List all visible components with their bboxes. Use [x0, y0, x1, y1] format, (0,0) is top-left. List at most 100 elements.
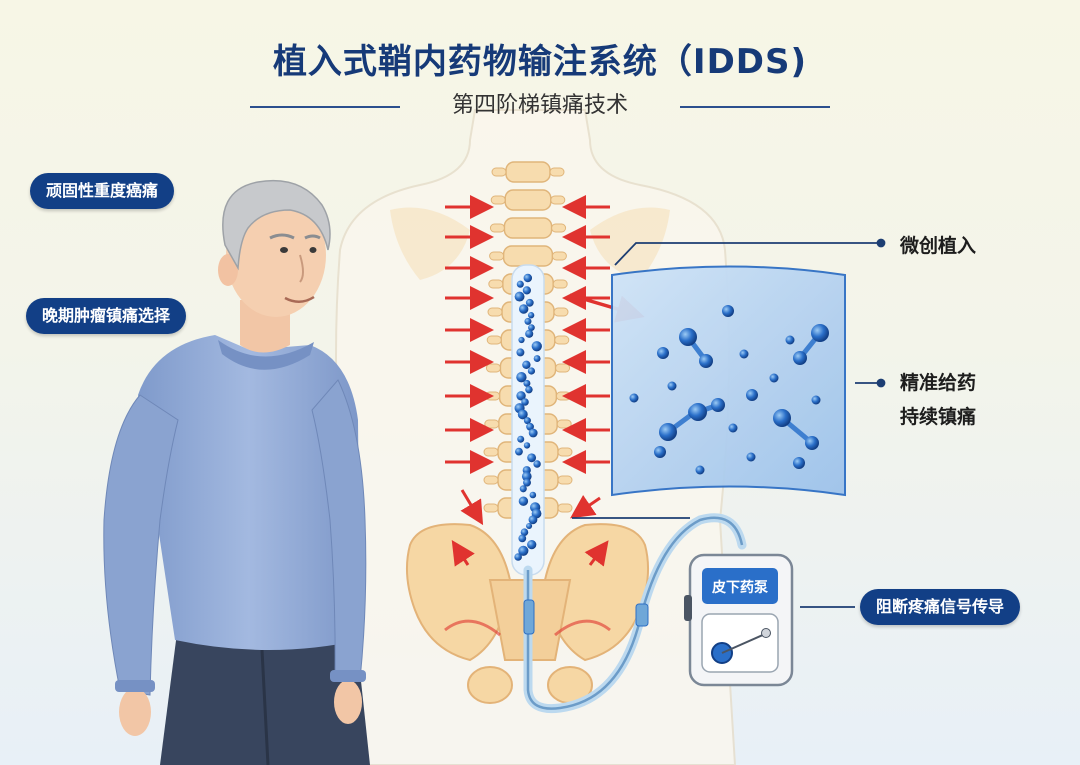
drug-particle: [527, 539, 537, 550]
drug-particle: [525, 329, 534, 338]
vertebra: [504, 189, 552, 211]
patient-figure: [103, 179, 370, 765]
tag-block-signal: 阻断疼痛信号传导: [860, 589, 1021, 625]
drug-particle: [523, 417, 531, 425]
vertebra-process: [491, 167, 507, 177]
vertebra-process: [487, 307, 503, 317]
shoulder-blades: [390, 207, 670, 280]
drug-particle: [514, 291, 525, 302]
vertebra-process: [483, 447, 499, 457]
molecule-atom: [746, 452, 756, 462]
drug-particle: [516, 280, 524, 288]
drug-particle: [528, 515, 538, 525]
subtitle-row: 第四阶梯镇痛技术: [0, 90, 1080, 122]
vertebra: [503, 217, 553, 239]
tag-late-stage-option: 晚期肿瘤镇痛选择: [26, 298, 187, 334]
vertebra: [502, 245, 554, 267]
drug-particle: [533, 355, 541, 363]
drug-particle: [523, 379, 531, 387]
molecule-atom: [793, 457, 805, 469]
drug-particle: [518, 534, 527, 543]
callout-continuous-relief: 持续镇痛: [900, 406, 977, 428]
vertebra-process: [483, 475, 499, 485]
vertebra-process: [483, 503, 499, 513]
drug-particle: [518, 545, 529, 556]
pain-arrows: [445, 195, 645, 567]
drug-molecules: [629, 305, 829, 475]
subtitle-rule-left: [250, 106, 400, 108]
vertebra-process: [489, 251, 505, 261]
drug-particle: [516, 348, 525, 357]
drug-particle: [527, 312, 535, 319]
molecule-atom: [811, 395, 821, 405]
drug-particles: [514, 273, 542, 561]
drug-particle: [523, 442, 531, 449]
vertebra-process: [557, 475, 573, 485]
drug-particle: [523, 478, 531, 487]
drug-particle: [516, 391, 526, 401]
molecule-atom: [773, 409, 791, 427]
page-title: 植入式鞘内药物输注系统（IDDS): [272, 42, 808, 82]
callout-minimally-invasive: 微创植入: [900, 235, 977, 257]
drug-particle: [531, 341, 542, 352]
molecule-atom: [699, 354, 713, 368]
drug-particle: [514, 553, 522, 561]
molecule-atom: [811, 324, 829, 342]
pain-arrow-pelvis: [451, 539, 475, 567]
drug-particle: [515, 447, 523, 456]
molecule-atom: [659, 423, 677, 441]
molecule-atom: [793, 351, 807, 365]
molecule-atom: [654, 446, 666, 458]
vertebra-process: [485, 363, 501, 373]
subtitle-rule-right: [680, 106, 830, 108]
drug-particle: [518, 496, 529, 506]
drug-particle: [522, 286, 531, 295]
molecule-atom: [667, 381, 677, 391]
vertebra-process: [549, 167, 565, 177]
pain-arrow-pelvis: [584, 540, 609, 567]
drug-particle: [533, 460, 541, 468]
drug-particle: [521, 471, 532, 482]
pain-arrow-right: [570, 494, 601, 519]
vertebra-process: [486, 335, 502, 345]
drug-particle: [523, 273, 533, 283]
drug-particle: [522, 360, 531, 370]
drug-particle: [516, 372, 527, 383]
drug-particle: [521, 398, 529, 406]
molecule-atom: [695, 465, 705, 475]
vertebra-process: [484, 419, 500, 429]
drug-particle: [517, 435, 525, 443]
drug-particle: [524, 317, 532, 325]
drug-particle: [527, 453, 537, 463]
molecule-atom: [769, 373, 779, 383]
vertebra-process: [554, 335, 570, 345]
callout-precise-dosing: 精准给药: [900, 372, 977, 394]
tag-refractory-pain: 顽固性重度癌痛: [30, 173, 175, 209]
drug-particle: [527, 367, 536, 375]
vertebra-process: [557, 447, 573, 457]
pump-label: 皮下药泵: [712, 580, 768, 596]
drug-particle: [517, 409, 528, 420]
subcutaneous-pump: [684, 553, 794, 687]
vertebra-process: [489, 223, 505, 233]
vertebra-process: [490, 195, 506, 205]
leader-lines: [572, 238, 886, 608]
vertebra-process: [556, 419, 572, 429]
molecule-atom: [805, 436, 819, 450]
vertebra-process: [550, 195, 566, 205]
molecule-atom: [629, 393, 639, 403]
vertebra-process: [553, 307, 569, 317]
magnified-panel: [611, 265, 846, 497]
vertebra-process: [555, 363, 571, 373]
drug-particle: [520, 528, 529, 536]
molecule-atom: [657, 347, 669, 359]
pain-arrow-left: [460, 489, 484, 526]
molecule-atom: [746, 389, 758, 401]
drug-particle: [529, 491, 537, 499]
drug-particle: [526, 522, 533, 530]
molecule-atom: [785, 335, 795, 345]
vertebra-process: [488, 279, 504, 289]
drug-particle: [525, 298, 534, 307]
vertebra-process: [557, 503, 573, 513]
catheter: [523, 513, 747, 714]
